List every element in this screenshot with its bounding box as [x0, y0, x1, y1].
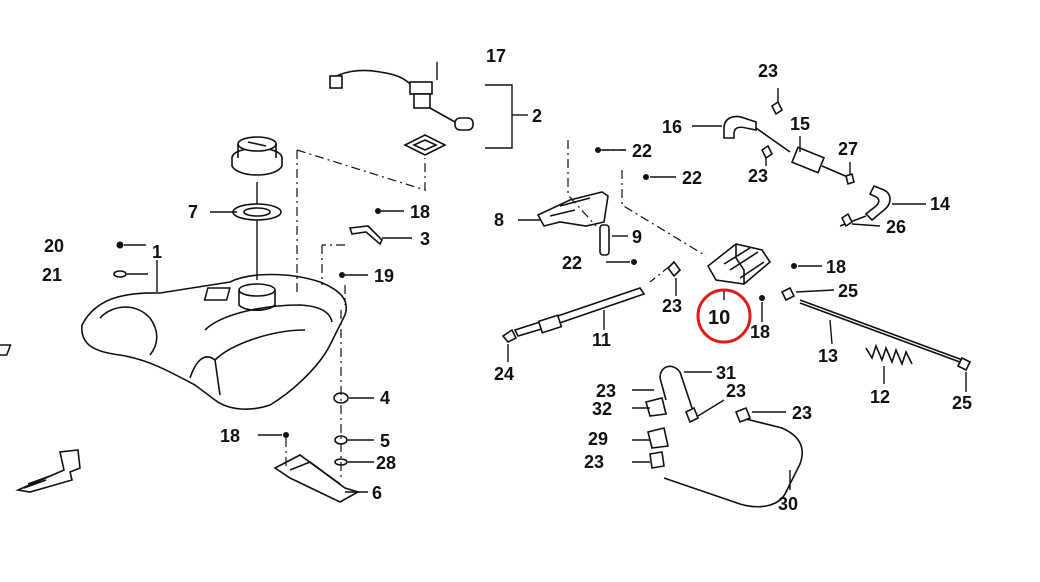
callout-14: 14 [930, 194, 950, 214]
bracket-3 [348, 225, 383, 246]
fuel-filter-assembly [723, 115, 891, 227]
callout-13: 13 [818, 346, 838, 366]
callout-7: 7 [188, 202, 198, 222]
callout-29: 29 [588, 429, 608, 449]
callout-22-a: 22 [632, 141, 652, 161]
callout-8: 8 [494, 210, 504, 230]
callout-23-d: 23 [596, 381, 616, 401]
callout-12: 12 [870, 387, 890, 407]
callout-18-d: 18 [220, 426, 240, 446]
sender-gasket [403, 134, 447, 156]
callout-15: 15 [790, 114, 810, 134]
callout-23-b: 23 [758, 61, 778, 81]
callout-22-b: 22 [682, 168, 702, 188]
callout-23-f: 23 [792, 403, 812, 423]
callout-19: 19 [374, 266, 394, 286]
callout-27: 27 [838, 139, 858, 159]
callout-4: 4 [380, 388, 390, 408]
callout-9: 9 [632, 227, 642, 247]
callout-23-c: 23 [748, 166, 768, 186]
callout-11: 11 [592, 330, 611, 350]
callout-26: 26 [886, 217, 906, 237]
fuel-tank [0, 273, 347, 410]
callout-16: 16 [662, 117, 682, 137]
callout-10: 10 [708, 307, 730, 329]
callout-25-b: 25 [952, 393, 972, 413]
callout-31: 31 [716, 363, 736, 383]
callout-17: 17 [486, 46, 506, 66]
callout-21: 21 [42, 265, 62, 285]
front-direction-arrow-icon [15, 449, 81, 493]
callout-20: 20 [44, 236, 64, 256]
callout-30: 30 [778, 494, 798, 514]
lower-hose-assembly [645, 365, 804, 508]
callout-18-a: 18 [826, 257, 846, 277]
callout-5: 5 [380, 431, 390, 451]
line-13 [799, 299, 969, 363]
bracket-2 [485, 84, 513, 149]
callout-3: 3 [420, 229, 430, 249]
callout-22-c: 22 [562, 253, 582, 273]
pin-9 [599, 224, 610, 256]
callout-28: 28 [376, 453, 396, 473]
callout-18-b: 18 [750, 322, 770, 342]
callout-25-a: 25 [838, 281, 858, 301]
callout-23-g: 23 [584, 452, 604, 472]
callout-6: 6 [372, 483, 382, 503]
callout-32: 32 [592, 399, 612, 419]
pump-bracket-8 [536, 191, 609, 227]
callout-labels: 17 2 22 22 8 9 22 18 10 18 23 25 11 24 1… [42, 46, 972, 514]
fuel-sender-unit [329, 62, 474, 131]
callout-24: 24 [494, 364, 514, 384]
callout-2: 2 [532, 106, 542, 126]
callout-23-e: 23 [726, 381, 746, 401]
fuel-pump-10 [706, 243, 772, 285]
spring-12 [865, 343, 913, 367]
callout-1: 1 [152, 242, 162, 262]
fuel-cap [231, 136, 283, 176]
callout-23-a: 23 [662, 296, 682, 316]
callout-18-c: 18 [410, 202, 430, 222]
highlight-circle [696, 288, 752, 344]
hose-11 [513, 287, 646, 337]
cap-gasket [232, 203, 282, 221]
